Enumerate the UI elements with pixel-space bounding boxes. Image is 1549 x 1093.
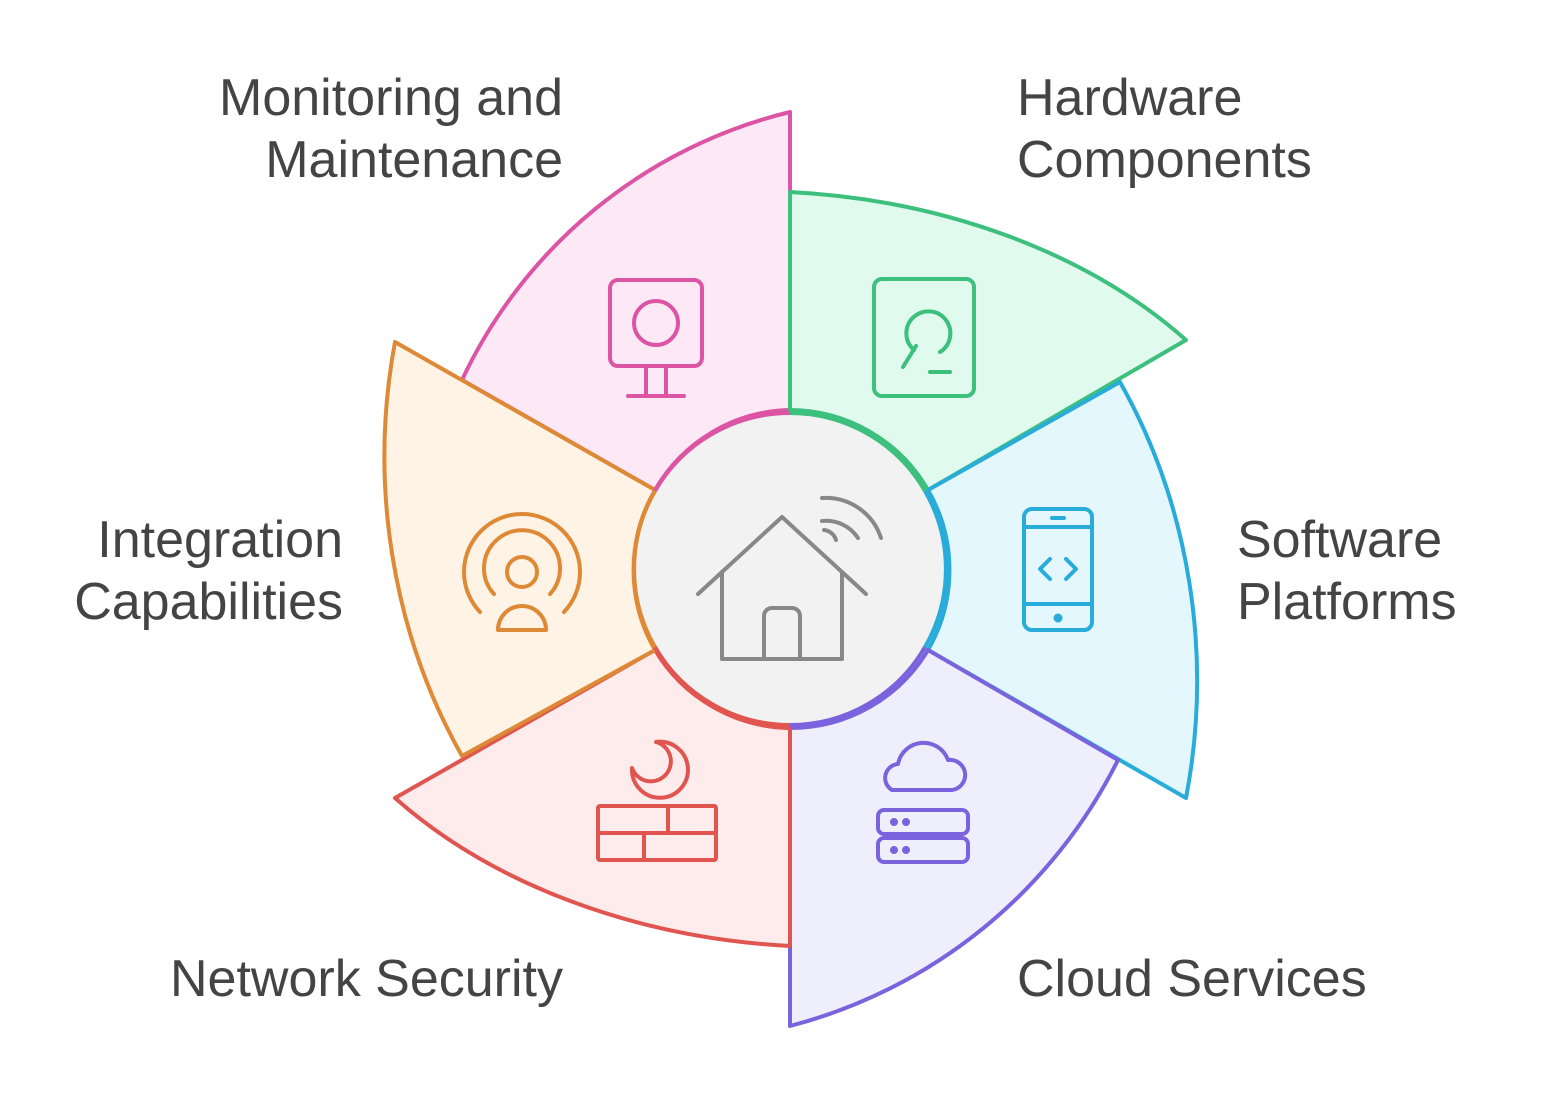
label-line: Monitoring and [219, 69, 563, 127]
label-integration-capabilities: Integration Capabilities [74, 509, 343, 633]
label-monitoring-maintenance: Monitoring and Maintenance [219, 67, 563, 191]
center-circle [634, 413, 946, 725]
smart-home-icon [696, 495, 883, 661]
label-line: Platforms [1237, 573, 1457, 631]
label-line: Network Security [170, 950, 563, 1008]
segment-network-security [393, 648, 792, 948]
label-cloud-services: Cloud Services [1017, 948, 1367, 1010]
label-line: Software [1237, 511, 1443, 569]
label-line: Components [1017, 131, 1312, 189]
center-hub [632, 411, 948, 727]
center-ring-purple [789, 645, 927, 727]
center-ring-orange [632, 490, 657, 648]
label-line: Cloud Services [1017, 950, 1367, 1008]
center-ring-blue [923, 490, 948, 648]
label-line: Capabilities [74, 573, 343, 631]
segment-hardware-components [788, 190, 1188, 492]
label-line: Integration [97, 511, 343, 569]
monitor-icon [608, 278, 704, 398]
label-line: Maintenance [265, 131, 563, 189]
segment-software-platforms [926, 380, 1200, 800]
firewall-icon [596, 739, 718, 862]
segment-shape-software [926, 380, 1200, 800]
label-network-security: Network Security [170, 948, 563, 1010]
label-software-platforms: Software Platforms [1237, 509, 1457, 633]
center-ring-pink [653, 411, 791, 493]
cloud-server-icon [876, 740, 970, 864]
hard-drive-icon [872, 277, 976, 398]
label-line: Hardware [1017, 69, 1243, 127]
center-ring-red [653, 645, 791, 727]
segment-shape-network [393, 648, 792, 948]
mobile-code-icon [1022, 507, 1094, 632]
center-ring-green [789, 411, 927, 493]
segment-shape-hardware [788, 190, 1188, 492]
label-hardware-components: Hardware Components [1017, 67, 1312, 191]
broadcast-person-icon [462, 512, 582, 632]
segment-cloud-services [788, 648, 1120, 1028]
